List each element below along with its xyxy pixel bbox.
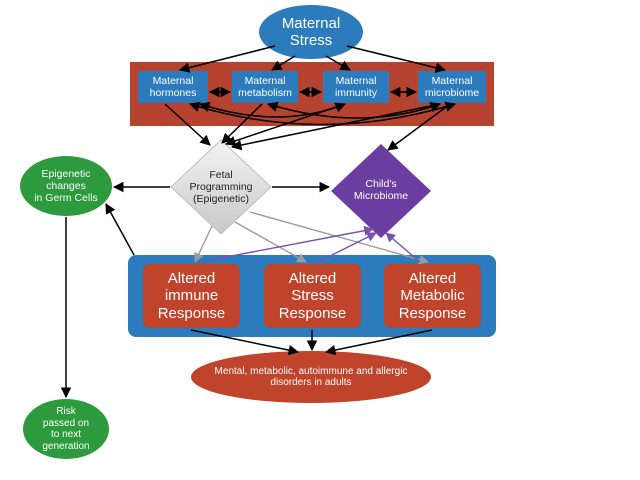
fetal-lateral-arrows	[60, 181, 331, 399]
response-box-metabolic	[384, 264, 481, 328]
maternal-stress-label: Maternal Stress	[281, 14, 341, 49]
childs-microbiome-label: Child's Microbiome	[353, 177, 409, 202]
arrow-stress-child	[317, 232, 377, 263]
factor-box-hormones	[138, 71, 208, 103]
fetal-programming-diamond	[170, 139, 272, 235]
arrow-stress-microbiome	[346, 45, 447, 73]
arrow-hormones-fetal	[164, 103, 211, 146]
factor-label-immunity: Maternal immunity	[334, 74, 377, 99]
germ-cells-label: Epigenetic changes in Germ Cells	[34, 167, 98, 205]
risk-node	[23, 399, 109, 459]
arrow-microbiome-child	[387, 103, 451, 151]
arrow-metabolic-disorders	[324, 329, 433, 356]
childs-microbiome-diamond	[331, 144, 431, 238]
response-box-immune	[143, 264, 240, 328]
arrow-stress-hormones	[178, 45, 276, 73]
stress-arrows	[178, 45, 447, 73]
arrow-immunity-fetal	[225, 103, 346, 146]
germ-cells-node	[20, 156, 112, 216]
arrow-panel-germ	[105, 203, 135, 256]
arrow-fetal-stress	[234, 221, 307, 263]
disorders-label: Mental, metabolic, autoimmune and allerg…	[214, 365, 408, 389]
response-label-metabolic: Altered Metabolic Response	[398, 270, 467, 322]
factor-box-immunity	[323, 71, 389, 103]
arrow-stress-immunity	[325, 55, 351, 71]
fetal-programming-label: Fetal Programming (Epigenetic)	[189, 168, 253, 206]
response-label-immune: Altered immune Response	[157, 270, 226, 322]
factor-box-metabolism	[232, 71, 298, 103]
factor-label-microbiome: Maternal microbiome	[424, 74, 480, 99]
factor-outflow-arrows	[164, 103, 451, 151]
factor-box-microbiome	[418, 71, 486, 103]
factor-label-metabolism: Maternal metabolism	[238, 74, 292, 99]
arrow-immune-disorders	[190, 329, 300, 356]
response-box-stress	[264, 264, 361, 328]
maternal-stress-node	[259, 5, 363, 59]
arrow-immune-child	[199, 225, 374, 263]
arrow-metabolic-child	[385, 232, 421, 263]
response-outflow-arrows	[190, 329, 433, 356]
arrow-hormones-microbiome-curve	[188, 101, 457, 126]
response-label-stress: Altered Stress Response	[278, 270, 347, 322]
arrow-fetal-metabolic	[249, 211, 429, 265]
factor-links	[188, 86, 457, 126]
arrow-fetal-immune	[194, 225, 213, 263]
response-child-arrows	[199, 225, 421, 263]
arrow-stress-metabolism	[271, 55, 296, 71]
arrow-microbiome-fetal	[230, 103, 441, 151]
factor-label-hormones: Maternal hormones	[149, 74, 197, 99]
risk-label: Risk passed on to next generation	[42, 406, 90, 452]
fetal-response-arrows	[194, 211, 429, 265]
disorders-node	[191, 351, 431, 403]
